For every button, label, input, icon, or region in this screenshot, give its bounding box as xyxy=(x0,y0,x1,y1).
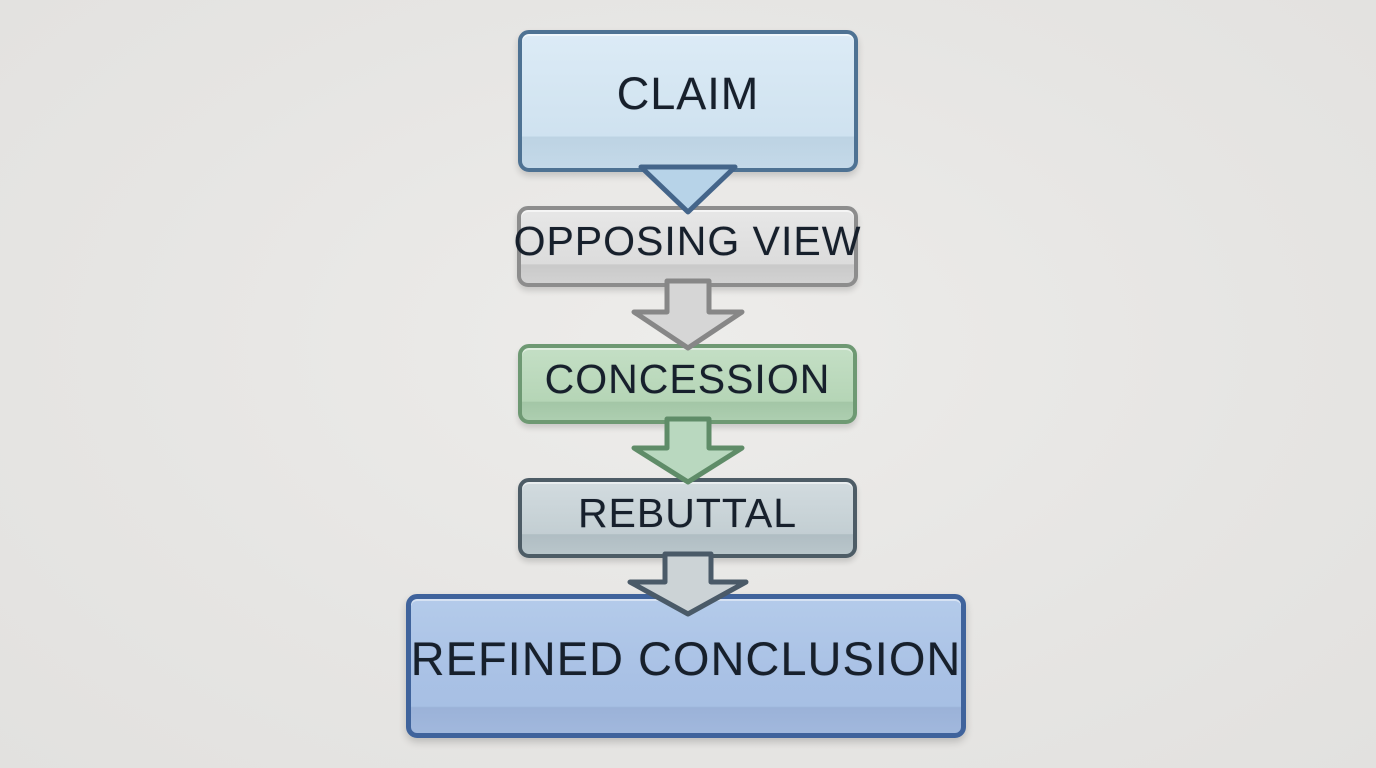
flow-box-opposing-view: OPPOSING VIEW xyxy=(514,206,860,287)
flow-box-refined-conclusion: REFINED CONCLUSION xyxy=(406,594,966,738)
flow-box-rebuttal: REBUTTAL xyxy=(518,478,857,558)
flow-box-claim-label: CLAIM xyxy=(616,68,760,119)
flow-box-claim: CLAIM xyxy=(518,30,858,172)
arrow-opposing-view-to-concession-icon xyxy=(631,278,745,351)
flow-box-concession: CONCESSION xyxy=(518,344,857,424)
flow-box-concession-label: CONCESSION xyxy=(544,355,831,402)
flow-box-refined-conclusion-label: REFINED CONCLUSION xyxy=(410,631,962,685)
flow-box-opposing-view-label: OPPOSING VIEW xyxy=(513,218,862,264)
flow-box-rebuttal-label: REBUTTAL xyxy=(577,489,798,536)
arrow-concession-to-rebuttal-icon xyxy=(631,416,745,485)
